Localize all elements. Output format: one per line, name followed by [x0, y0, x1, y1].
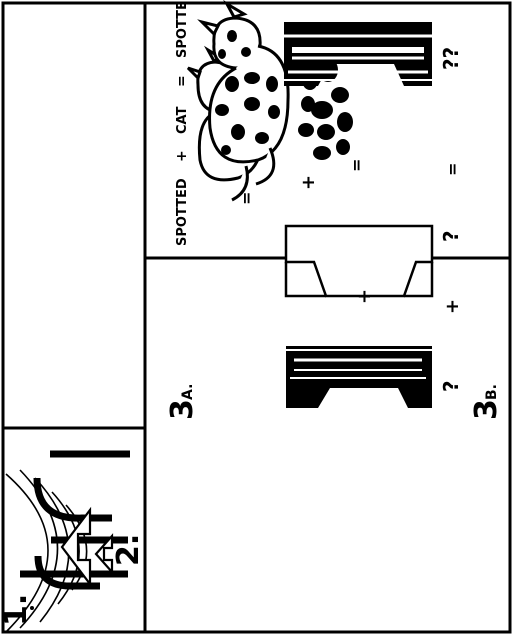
caption-qq: ?? — [439, 47, 463, 70]
panel-3b-number: 3 — [469, 399, 504, 420]
panel-2-number: 2. — [111, 534, 146, 566]
tuning-fork-shape — [20, 450, 130, 578]
panel-2: 2. — [5, 469, 146, 633]
caption-plus-2: + — [442, 299, 463, 314]
caption-spotted-cat: SPOTTED CAT — [175, 0, 190, 58]
panel-3b: + = ? + ? = ?? 3 B. — [284, 22, 504, 420]
equals-sign-2: = — [347, 159, 366, 172]
striped-shape-result — [284, 22, 432, 86]
up-arrow-icon — [60, 506, 92, 588]
plus-sign-1: + — [298, 175, 319, 190]
caption-q1: ? — [439, 380, 463, 392]
caption-plus: + — [174, 150, 190, 162]
panel-3a-suffix: A. — [180, 384, 196, 400]
caption-cat: CAT — [175, 106, 190, 134]
hourglass-outline — [284, 224, 434, 298]
striped-shape-1 — [286, 346, 432, 408]
caption-equals: = — [174, 75, 190, 87]
curved-field-lines — [5, 469, 88, 633]
caption-q2: ? — [439, 230, 463, 242]
panel-3b-suffix: B. — [484, 384, 500, 400]
equals-sign-1: = — [237, 192, 256, 205]
dot-mark — [30, 606, 34, 610]
plus-sign-2: + — [354, 289, 375, 304]
panel-3a-number: 3 — [165, 399, 200, 420]
caption-spotted: SPOTTED — [175, 178, 190, 246]
spotted-cat — [197, 0, 290, 186]
caption-equals-2: = — [443, 163, 462, 176]
up-arrow-icon-2 — [94, 533, 114, 575]
